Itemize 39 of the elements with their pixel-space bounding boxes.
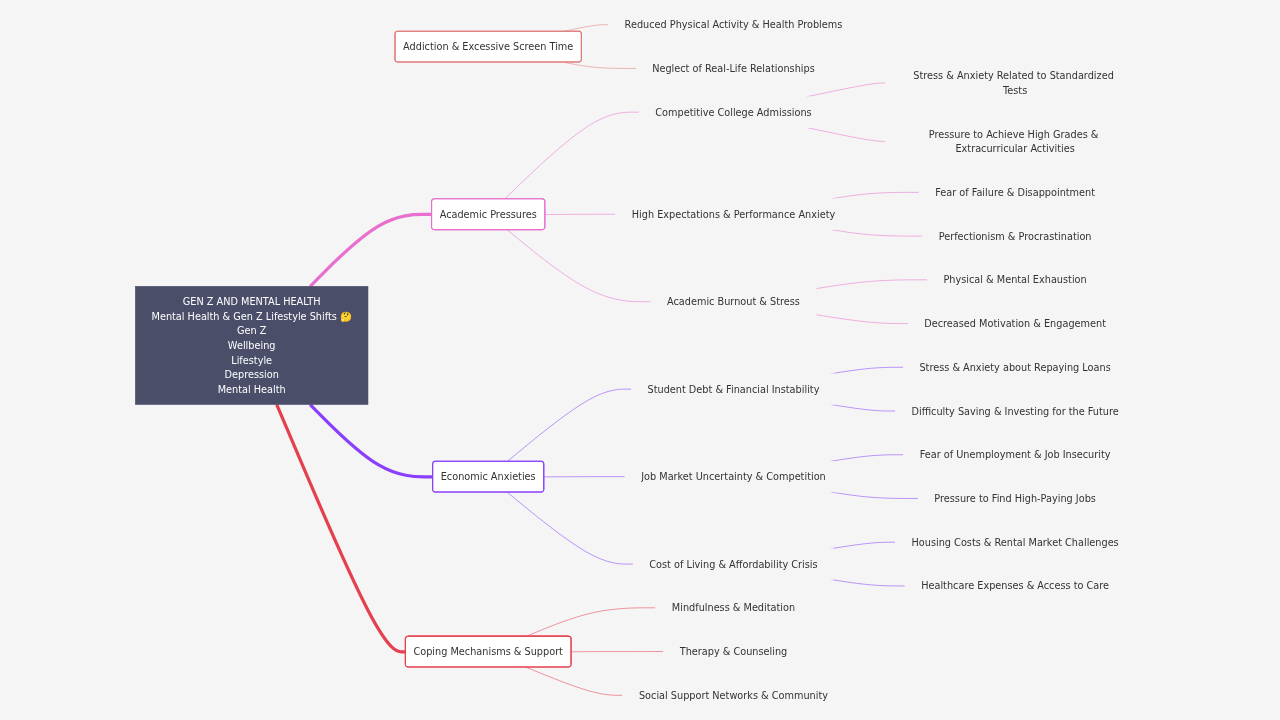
node-text: Competitive College Admissions [655, 106, 812, 118]
node-text: Healthcare Expenses & Access to Care [921, 580, 1110, 592]
node-text: Reduced Physical Activity & Health Problems [624, 19, 843, 31]
connector [544, 213, 616, 215]
node-text: Perfectionism & Procrastination [938, 230, 1092, 242]
node-text: Therapy & Counseling [679, 645, 788, 658]
node-text: Fear of Failure & Disappointment [935, 186, 1096, 199]
connector [506, 492, 634, 565]
connector [571, 651, 664, 653]
node-text: Housing Costs & Rental Market Challenges [911, 536, 1119, 548]
node-text: Decreased Motivation & Engagement [924, 317, 1106, 330]
connector [506, 229, 652, 302]
connector [525, 666, 623, 696]
node-text: Stress & Anxiety Related to Standardized Tests [913, 70, 1114, 96]
connector [506, 388, 632, 462]
node-text: Pressure to Find High-Paying Jobs [934, 492, 1096, 505]
node-text: Cost of Living & Affordability Crisis [649, 558, 818, 570]
node-box: GEN Z AND MENTAL HEALTH Mental Health & Gen Z Lifestyle Shifts 🤔 Gen Z Wellbeing Lifestyle Depression Mental Health [135, 286, 369, 405]
node-text: Stress & Anxiety about Repaying Loans [919, 361, 1111, 373]
connector [543, 476, 626, 478]
connector [815, 314, 909, 324]
connector [815, 279, 928, 289]
node-text: Neglect of Real-Life Relationships [652, 62, 815, 75]
node-text: Fear of Unemployment & Job Insecurity [919, 449, 1111, 461]
connector [309, 212, 432, 288]
node-text: Academic Burnout & Stress [667, 296, 800, 308]
node-text: Job Market Uncertainty & Competition [641, 470, 826, 483]
node-text: Social Support Networks & Community [638, 689, 828, 701]
node-text: High Expectations & Performance Anxiety [631, 208, 836, 220]
node-text: Pressure to Achieve High Grades & Extracurricular Activities [928, 128, 1099, 155]
connector [275, 403, 406, 654]
connector [525, 607, 656, 637]
connector [309, 403, 433, 479]
node-text: Physical & Mental Exhaustion [943, 274, 1087, 286]
node-text: Difficulty Saving & Investing for the Future [911, 405, 1119, 417]
connector [504, 111, 640, 200]
connector [830, 579, 906, 587]
node-text: Student Debt & Financial Instability [647, 383, 820, 395]
node-text: Mindfulness & Meditation [671, 602, 796, 614]
